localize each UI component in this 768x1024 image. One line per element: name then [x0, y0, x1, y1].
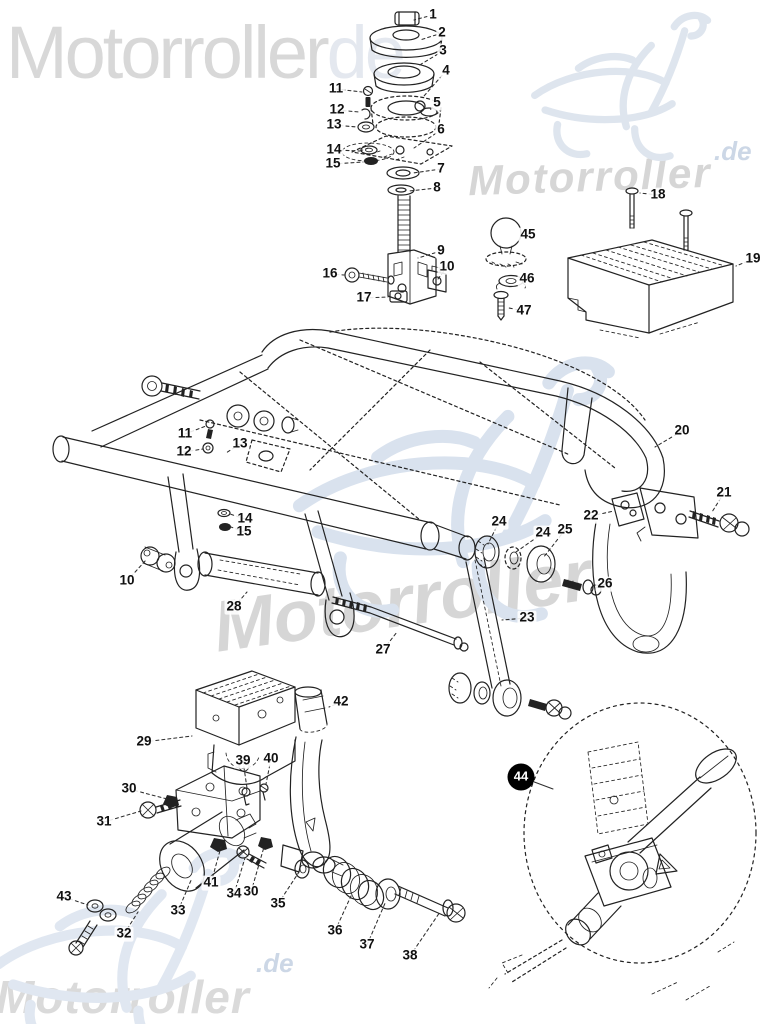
engine-mount-assembly: [68, 670, 466, 956]
leader-lines: [63, 14, 754, 957]
cover-bolts: [625, 187, 693, 251]
battery-cover: [567, 239, 734, 339]
steering-stem-stack: [341, 11, 453, 305]
main-frame: [52, 327, 750, 720]
ball-joint-parts: [485, 217, 527, 321]
detail-inset: [488, 702, 757, 1001]
